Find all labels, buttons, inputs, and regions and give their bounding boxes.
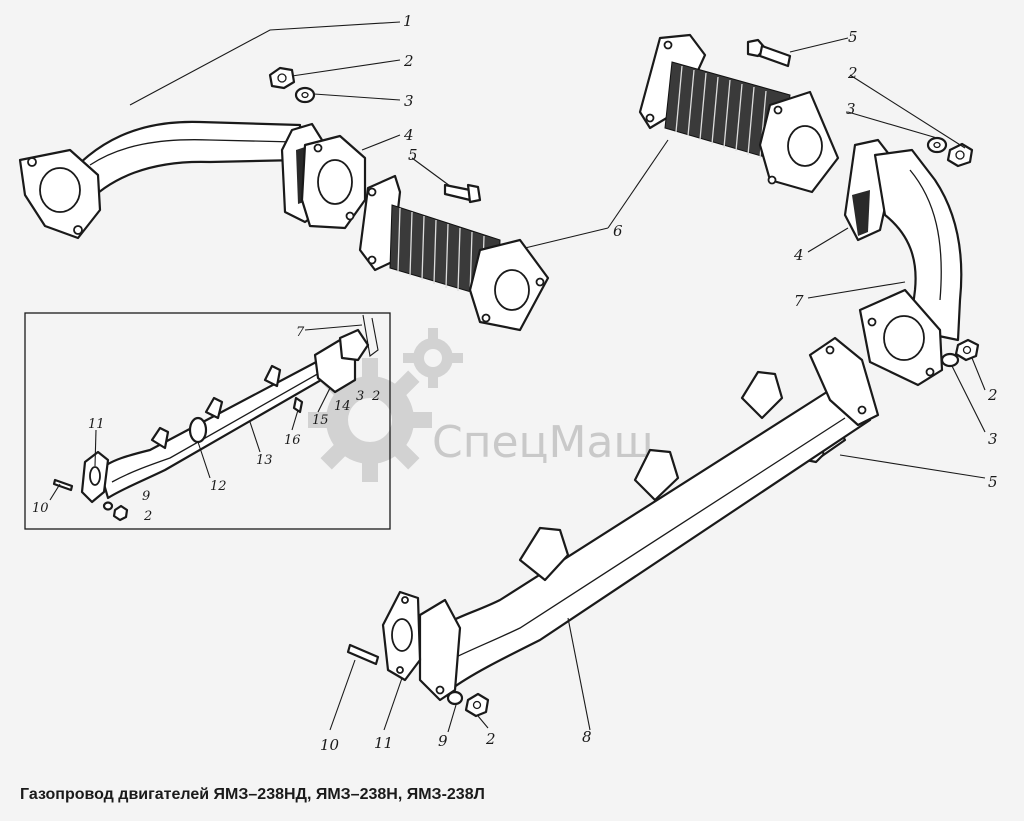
- callout-4-right: 4: [793, 246, 804, 264]
- flange-left: [18, 148, 102, 240]
- small-gear-icon: [403, 328, 463, 388]
- bolt-5-top: [443, 183, 482, 204]
- callout-4-top: 4: [403, 126, 414, 144]
- washer-9-bottom: [446, 690, 464, 706]
- callout-3-low: 3: [988, 430, 998, 448]
- figure-caption: Газопровод двигателей ЯМЗ–238НД, ЯМЗ–238…: [20, 786, 485, 803]
- stud-10-bottom: [346, 643, 380, 666]
- manifold-8: [418, 336, 880, 702]
- leader-lines: [49, 21, 986, 733]
- nut-2-low: [954, 338, 980, 362]
- callout-5-low: 5: [988, 473, 998, 491]
- callout-3-right: 3: [846, 100, 856, 118]
- callout-2-bottom: 2: [485, 730, 496, 748]
- inset-callout-16: 16: [284, 433, 301, 448]
- inset-callout-13: 13: [256, 453, 273, 468]
- inset-callout-15: 15: [312, 413, 329, 428]
- washer-3-right: [926, 136, 948, 154]
- callout-9-bottom: 9: [438, 732, 448, 750]
- inset-callout-14: 14: [334, 399, 351, 414]
- washer-3-low: [940, 352, 960, 368]
- inset-callouts: 7 11 10 9 2 12 13 16 15 14 3 2: [32, 325, 380, 524]
- bellows-6-top: [638, 33, 840, 194]
- washer-3-top: [294, 86, 316, 104]
- gasket-11-bottom: [381, 590, 422, 682]
- callout-2-right: 2: [847, 64, 858, 82]
- callout-8: 8: [582, 728, 592, 746]
- inset-callout-3: 3: [356, 389, 364, 404]
- bellows-6-middle: [358, 174, 550, 332]
- inset-callout-10: 10: [32, 501, 49, 516]
- callout-5-top: 5: [408, 146, 418, 164]
- elbow-7: [858, 148, 963, 387]
- callout-6: 6: [613, 222, 623, 240]
- inset-callout-9: 9: [142, 489, 150, 504]
- nut-2-right: [946, 142, 974, 168]
- callout-5-right: 5: [848, 28, 858, 46]
- callout-3-top: 3: [404, 92, 414, 110]
- inset-callout-7: 7: [296, 325, 305, 340]
- watermark-text: СпецМаш: [432, 417, 654, 468]
- pipe-1: [18, 120, 324, 240]
- inset-frame: [24, 312, 391, 530]
- inset-callout-2: 2: [143, 509, 152, 524]
- inset-callout-11: 11: [88, 417, 105, 432]
- nut-2-top: [268, 66, 296, 90]
- callouts: 1 2 3 4 5 6 5 2 3 4 7 2 3 5 8 2 9 11 10: [320, 12, 998, 754]
- gasket-4-top: [300, 134, 367, 230]
- bolt-5-right-top: [746, 38, 792, 68]
- nut-2-bottom: [464, 692, 490, 718]
- callout-1: 1: [403, 12, 413, 30]
- callout-2-low: 2: [987, 386, 998, 404]
- inset-callout-12: 12: [210, 479, 227, 494]
- callout-11-bottom: 11: [374, 734, 393, 752]
- callout-10-bottom: 10: [320, 736, 340, 754]
- callout-2-top: 2: [403, 52, 414, 70]
- inset-callout-2b: 2: [371, 389, 380, 404]
- inset-assembly: [24, 312, 391, 530]
- callout-7: 7: [794, 292, 804, 310]
